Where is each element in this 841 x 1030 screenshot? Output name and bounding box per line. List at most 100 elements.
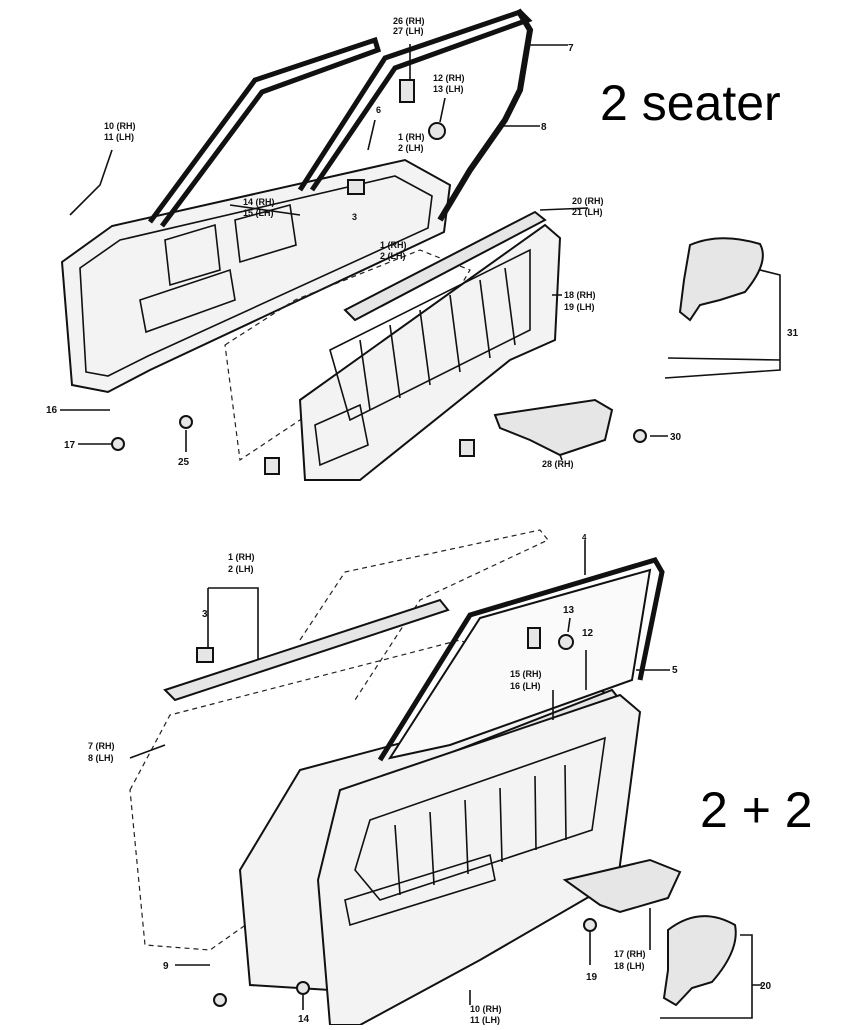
callout-10: 10 (RH): [104, 121, 136, 131]
screw-30: [633, 429, 647, 443]
leader-lines-top: [60, 44, 668, 461]
svg-text:7 (RH): 7 (RH): [88, 741, 115, 751]
callout-b18: 18 (LH): [614, 961, 645, 971]
trim-pocket: [329, 248, 531, 422]
callout-7: 7: [568, 43, 574, 54]
callout-b14: 14: [298, 1014, 310, 1025]
trim-pocket-ribs: [359, 267, 516, 411]
svg-text:12: 12: [582, 628, 594, 639]
svg-text:1 (RH): 1 (RH): [380, 240, 407, 250]
svg-text:2 (LH): 2 (LH): [380, 251, 406, 261]
mirror-bracket: [664, 269, 781, 379]
svg-text:4: 4: [582, 533, 587, 542]
clip-lower-2: [264, 457, 280, 475]
door-mirror: [678, 237, 764, 322]
svg-text:18 (RH): 18 (RH): [564, 290, 596, 300]
run-channel: [437, 8, 534, 222]
svg-text:31: 31: [787, 328, 799, 339]
door-shell-outer: [60, 158, 452, 394]
callout-b4: 4: [582, 533, 587, 542]
callout-b20: 20: [760, 981, 772, 992]
svg-text:3: 3: [202, 609, 208, 620]
svg-text:14: 14: [298, 1014, 310, 1025]
svg-text:9: 9: [163, 961, 169, 972]
door-glass-2: [387, 568, 652, 760]
svg-text:13: 13: [563, 605, 575, 616]
callout-26: 26 (RH): [393, 16, 425, 26]
two-seater-label: 2 seater: [600, 75, 781, 131]
callout-30: 30: [670, 432, 682, 443]
door-trim-panel: [298, 223, 562, 481]
callout-20: 20 (RH): [572, 196, 604, 206]
callout-b19: 19: [586, 972, 598, 983]
door-shell-inner: [79, 175, 433, 377]
screw-17: [111, 437, 125, 451]
knob-13: [558, 634, 574, 650]
belt-weatherstrip: [343, 210, 547, 322]
callout-16: 16: [46, 405, 58, 416]
svg-text:12 (RH): 12 (RH): [433, 73, 465, 83]
screw-19: [583, 918, 597, 932]
mirror-bracket-2: [660, 934, 753, 1019]
door-cutout-2: [234, 203, 297, 264]
callout-19: 19 (LH): [564, 302, 595, 312]
svg-text:25: 25: [178, 457, 190, 468]
svg-text:16 (LH): 16 (LH): [510, 681, 541, 691]
two-plus-two-diagram: 4 1 (RH) 2 (LH) 3 13 12 5 15 (RH) 16 (LH…: [88, 529, 772, 1026]
svg-text:14 (RH): 14 (RH): [243, 197, 275, 207]
svg-text:10 (RH): 10 (RH): [470, 1004, 502, 1014]
svg-text:11 (LH): 11 (LH): [470, 1015, 500, 1025]
callout-31: 31: [787, 328, 799, 339]
svg-text:15 (RH): 15 (RH): [510, 669, 542, 679]
armrest: [493, 398, 614, 457]
screw-9: [213, 993, 227, 1007]
svg-text:3: 3: [352, 212, 357, 222]
screw-14: [296, 981, 310, 995]
clip-26: [399, 79, 415, 103]
callout-6: 6: [376, 105, 381, 115]
callout-14: 14 (RH): [243, 197, 275, 207]
clip-3: [347, 179, 365, 195]
callout-28: 28 (RH): [542, 459, 574, 469]
svg-text:20 (RH): 20 (RH): [572, 196, 604, 206]
callout-b2: 2 (LH): [228, 564, 254, 574]
callout-b8: 8 (LH): [88, 753, 114, 763]
svg-text:30: 30: [670, 432, 682, 443]
callout-b15: 15 (RH): [510, 669, 542, 679]
callout-b16: 16 (LH): [510, 681, 541, 691]
callout-15: 15 (LH): [243, 208, 274, 218]
callout-b17: 17 (RH): [614, 949, 646, 959]
svg-text:1 (RH): 1 (RH): [398, 132, 425, 142]
trim-lower-pocket: [314, 403, 369, 467]
armrest-2: [562, 858, 682, 914]
glass-frame: [377, 557, 665, 762]
callout-11: 11 (LH): [104, 132, 134, 142]
svg-text:8 (LH): 8 (LH): [88, 753, 114, 763]
svg-text:19 (LH): 19 (LH): [564, 302, 595, 312]
trim-lower-pocket-2: [344, 853, 496, 927]
svg-text:26 (RH): 26 (RH): [393, 16, 425, 26]
svg-text:8: 8: [541, 122, 547, 133]
callout-b9: 9: [163, 961, 169, 972]
callout-1a: 1 (RH): [398, 132, 425, 142]
svg-text:21 (LH): 21 (LH): [572, 207, 603, 217]
callout-b1: 1 (RH): [228, 552, 255, 562]
callout-3: 3: [352, 212, 357, 222]
svg-text:2 (LH): 2 (LH): [398, 143, 424, 153]
two-seater-diagram: 26 (RH) 27 (LH) 7 12 (RH) 13 (LH) 8 6 1 …: [46, 8, 799, 481]
callout-17: 17: [64, 440, 76, 451]
callout-b11: 11 (LH): [470, 1015, 500, 1025]
callout-b10: 10 (RH): [470, 1004, 502, 1014]
callout-b13: 13: [563, 605, 575, 616]
svg-text:7: 7: [568, 43, 574, 54]
callout-8: 8: [541, 122, 547, 133]
callout-25: 25: [178, 457, 190, 468]
door-mirror-2: [662, 915, 737, 1007]
svg-text:18 (LH): 18 (LH): [614, 961, 645, 971]
clip-lower: [459, 439, 475, 457]
callout-18: 18 (RH): [564, 290, 596, 300]
callout-b12: 12: [582, 628, 594, 639]
trim-pocket-2: [354, 736, 606, 901]
svg-text:27 (LH): 27 (LH): [393, 26, 424, 36]
